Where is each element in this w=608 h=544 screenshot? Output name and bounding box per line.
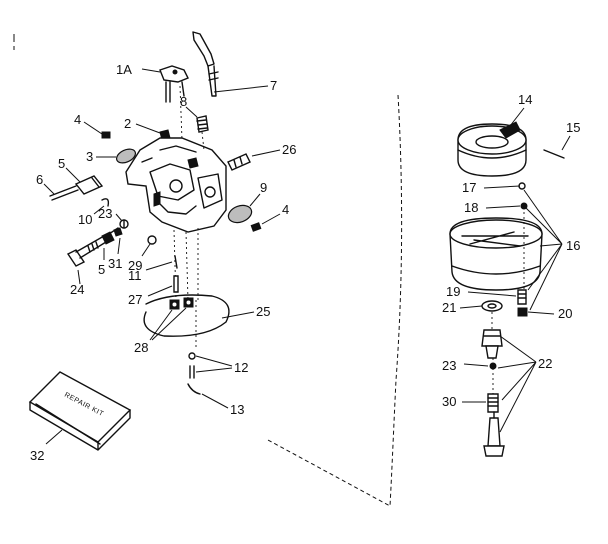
part-24-needle xyxy=(66,227,119,285)
callout-3: 3 xyxy=(86,149,93,164)
callout-4-upper: 4 xyxy=(74,112,81,127)
right-centerlines xyxy=(491,212,525,394)
part-17-18-clips xyxy=(483,182,528,210)
callout-5-lower: 5 xyxy=(98,262,105,277)
callout-11: 11 xyxy=(128,268,142,283)
callout-25: 25 xyxy=(256,304,270,319)
part-8-spring xyxy=(185,106,209,133)
part-4-nut-lower xyxy=(250,213,281,232)
callout-17: 17 xyxy=(462,180,476,195)
part-5-spring-lower xyxy=(87,241,105,260)
part-9-throttle-plate xyxy=(227,193,261,224)
part-31-washer xyxy=(113,227,123,255)
callout-8: 8 xyxy=(180,94,187,109)
callout-23-right: 23 xyxy=(442,358,456,373)
callout-28: 28 xyxy=(134,340,148,355)
part-main-jet-needle xyxy=(483,411,505,457)
left-centerlines xyxy=(173,85,205,350)
callout-13: 13 xyxy=(230,402,244,417)
callout-19: 19 xyxy=(446,284,460,299)
part-26-fitting xyxy=(227,149,281,171)
callout-30: 30 xyxy=(442,394,456,409)
callout-20: 20 xyxy=(558,306,572,321)
callout-5-upper: 5 xyxy=(58,156,65,171)
part-13-clip xyxy=(187,383,229,409)
callout-32: 32 xyxy=(30,448,44,463)
callout-1a: 1A xyxy=(116,62,132,77)
part-32-repair-kit: REPAIR KIT xyxy=(28,371,132,451)
part-27-float-pin xyxy=(147,275,179,297)
part-carburetor-body xyxy=(125,137,227,233)
callout-24: 24 xyxy=(70,282,84,297)
callout-16: 16 xyxy=(566,238,580,253)
part-16-leaders xyxy=(523,189,563,311)
part-15-pin xyxy=(543,135,571,159)
callout-4-lower: 4 xyxy=(282,202,289,217)
callout-15: 15 xyxy=(566,120,580,135)
callout-labels: 1A 7 8 2 4 3 5 6 26 9 4 10 23 5 31 29 24… xyxy=(30,62,580,463)
part-25-gasket xyxy=(143,294,255,337)
callout-2: 2 xyxy=(124,116,131,131)
part-12-pins xyxy=(188,352,233,379)
callout-26: 26 xyxy=(282,142,296,157)
part-22-leaders xyxy=(497,335,537,433)
part-3-choke-plate xyxy=(96,148,137,164)
callout-7: 7 xyxy=(270,78,277,93)
callout-23-left: 23 xyxy=(98,206,112,221)
part-10-spring xyxy=(93,198,110,215)
callout-27: 27 xyxy=(128,292,142,307)
callout-10: 10 xyxy=(78,212,92,227)
part-23-jet-right xyxy=(463,362,497,370)
callout-31: 31 xyxy=(108,256,122,271)
part-14-float xyxy=(457,107,527,177)
part-1a-choke-bracket xyxy=(141,65,189,103)
part-29-ball xyxy=(141,235,157,257)
part-6-shaft xyxy=(43,183,79,201)
part-21-gasket xyxy=(459,300,503,312)
part-7-throttle-lever xyxy=(192,31,269,97)
callout-22: 22 xyxy=(538,356,552,371)
part-30-spring xyxy=(462,393,499,413)
part-20-nut xyxy=(517,307,555,317)
part-5-choke-shaft xyxy=(65,167,104,195)
part-4-nut-upper xyxy=(83,121,111,139)
callout-14: 14 xyxy=(518,92,532,107)
separator-line xyxy=(267,94,403,507)
callout-18: 18 xyxy=(464,200,478,215)
callout-21: 21 xyxy=(442,300,456,315)
part-19-spring xyxy=(467,289,527,305)
part-11-pin xyxy=(145,255,178,271)
callout-29: 29 xyxy=(128,258,142,273)
part-23-jet-left xyxy=(115,213,129,229)
callout-9: 9 xyxy=(260,180,267,195)
callout-6: 6 xyxy=(36,172,43,187)
part-22-bowl-nut xyxy=(481,329,503,359)
part-float-bowl xyxy=(449,217,543,291)
callout-12: 12 xyxy=(234,360,248,375)
